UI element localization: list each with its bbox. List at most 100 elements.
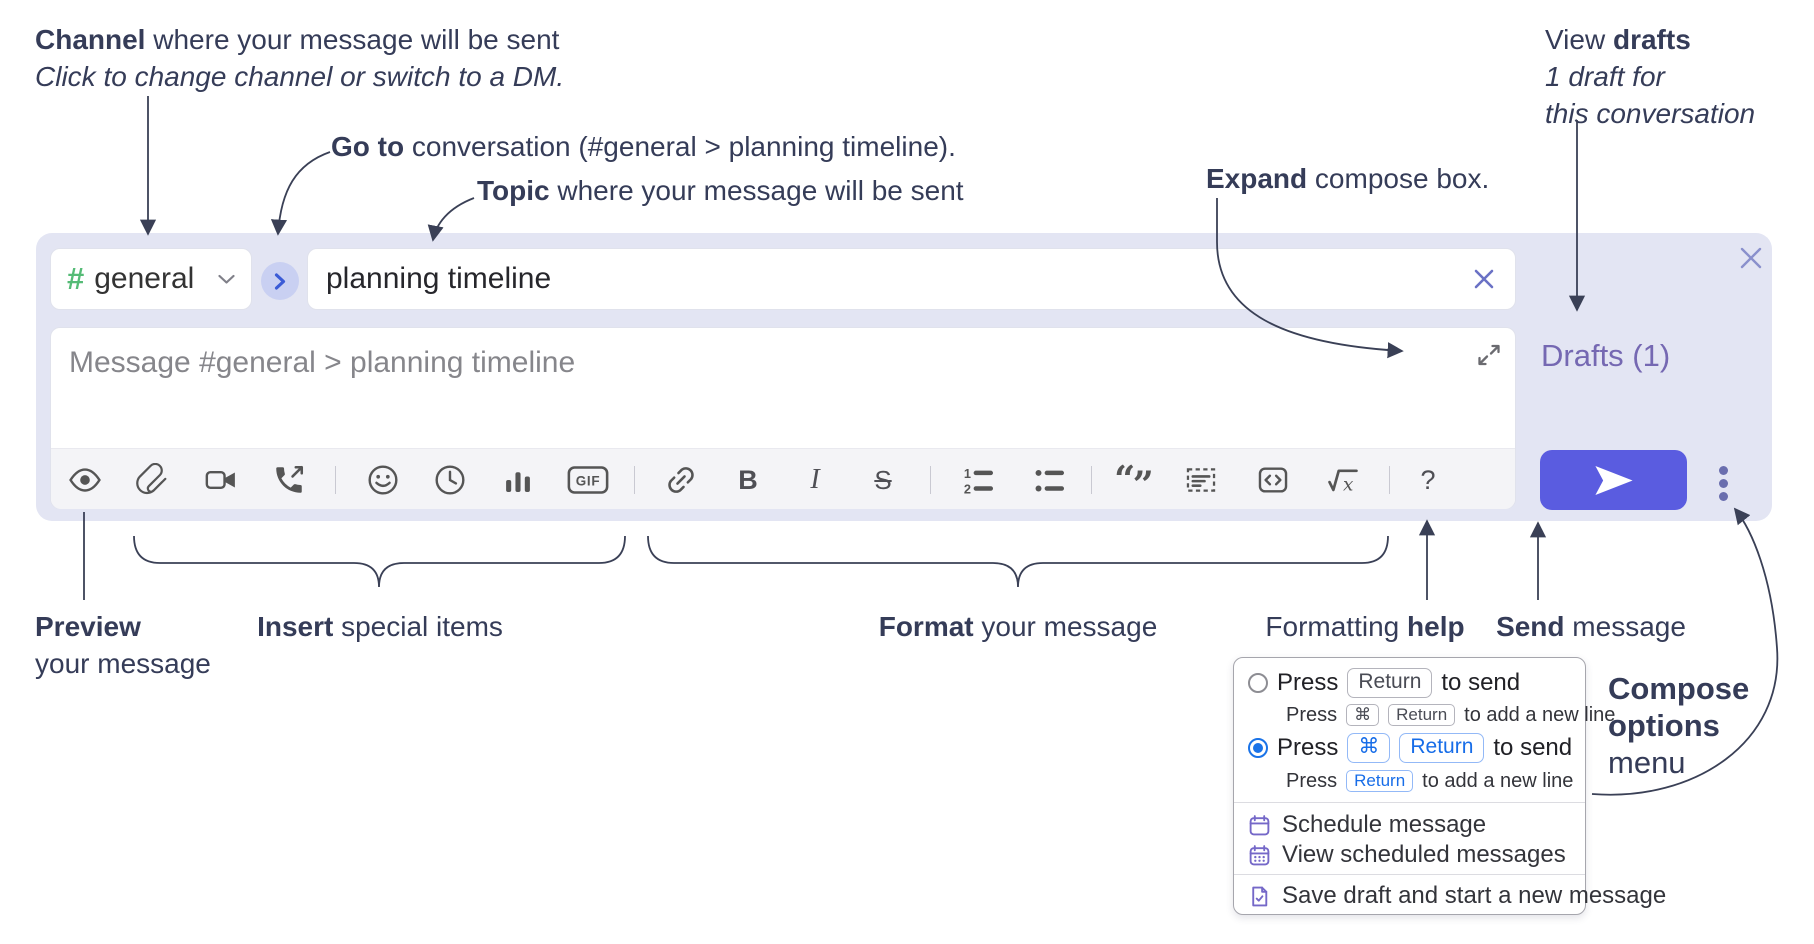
- menu-item-view-scheduled[interactable]: View scheduled messages: [1248, 838, 1566, 872]
- insert-brace: [133, 535, 626, 588]
- bold-glyph: B: [738, 464, 758, 495]
- bold-icon[interactable]: B: [731, 463, 765, 497]
- format-brace: [647, 535, 1389, 588]
- copts-annotation-line3: menu: [1608, 745, 1686, 780]
- channel-annotation-line2: Click to change channel or switch to a D…: [35, 61, 565, 92]
- time-icon[interactable]: [433, 463, 467, 497]
- radio-unselected-icon[interactable]: [1248, 673, 1268, 693]
- attach-paperclip-icon[interactable]: [136, 463, 170, 497]
- emoji-icon[interactable]: [366, 463, 400, 497]
- math-icon[interactable]: x: [1326, 463, 1360, 497]
- code-icon[interactable]: [1256, 463, 1290, 497]
- topic-annotation: Topic where your message will be sent: [477, 172, 964, 209]
- clear-topic-icon[interactable]: [1471, 266, 1497, 292]
- send-annotation-rest: message: [1564, 611, 1686, 642]
- video-call-icon[interactable]: [204, 463, 238, 497]
- menu-divider: [1234, 802, 1585, 803]
- toolbar-separator: [930, 466, 931, 494]
- view-drafts-bold: drafts: [1612, 24, 1691, 55]
- toolbar-separator: [1091, 466, 1092, 494]
- quote-icon[interactable]: “”: [1114, 463, 1154, 497]
- expand-annotation-rest: compose box.: [1307, 163, 1490, 194]
- compose-options-annotation: Compose options menu: [1608, 670, 1749, 781]
- menu-item-save-draft[interactable]: Save draft and start a new message: [1248, 880, 1666, 912]
- insert-annotation: Insert special items: [257, 608, 503, 645]
- menu-radio-cmd-return-to-send[interactable]: Press ⌘ Return to send: [1248, 730, 1572, 766]
- radio-selected-icon[interactable]: [1248, 738, 1268, 758]
- compose-box: # general: [36, 233, 1772, 521]
- italic-icon[interactable]: I: [798, 463, 832, 497]
- bulleted-list-icon[interactable]: [1032, 463, 1066, 497]
- view-drafts-line2: 1 draft for: [1545, 61, 1665, 92]
- help-glyph: ?: [1420, 464, 1436, 495]
- chevron-right-icon: [274, 272, 286, 290]
- radio1-pre: Press: [1277, 669, 1339, 696]
- copts-annotation-line1: Compose: [1608, 671, 1750, 706]
- menu-divider: [1234, 874, 1585, 875]
- compose-options-menu-button[interactable]: [1706, 455, 1740, 511]
- calendar-grid-icon: [1249, 844, 1270, 865]
- radio2-sub-pre: Press: [1286, 769, 1338, 792]
- document-check-icon: [1252, 886, 1268, 906]
- topic-input[interactable]: [326, 262, 1471, 296]
- menu-item-schedule-message[interactable]: Schedule message: [1248, 808, 1486, 842]
- topic-field: [307, 248, 1516, 310]
- fhelp-annotation-bold: help: [1407, 611, 1465, 642]
- goto-conversation-button[interactable]: [261, 262, 299, 300]
- copts-annotation-line2: options: [1608, 708, 1720, 743]
- help-icon[interactable]: ?: [1411, 463, 1445, 497]
- voice-call-icon[interactable]: [272, 463, 306, 497]
- preview-annotation: Preview your message: [35, 608, 211, 682]
- kbd-return: Return: [1347, 668, 1433, 698]
- compose-options-menu: Press Return to send Press ⌘ Return to a…: [1233, 657, 1666, 915]
- expand-compose-icon[interactable]: [1474, 340, 1504, 370]
- radio1-sub-pre: Press: [1286, 703, 1338, 726]
- link-icon[interactable]: [664, 463, 698, 497]
- svg-text:”: ”: [1133, 463, 1154, 497]
- strikethrough-glyph: S: [874, 464, 892, 495]
- preview-eye-icon[interactable]: [68, 463, 102, 497]
- strikethrough-icon[interactable]: S: [866, 463, 900, 497]
- svg-text:“: “: [1114, 463, 1135, 497]
- calendar-icon: [1249, 814, 1270, 835]
- send-button[interactable]: [1540, 450, 1687, 510]
- chevron-down-icon: [218, 274, 235, 284]
- view-drafts-annotation: View drafts 1 draft for this conversatio…: [1545, 21, 1755, 132]
- dots-icon: [1718, 478, 1728, 488]
- radio2-pre: Press: [1277, 734, 1339, 761]
- dots-icon: [1718, 465, 1728, 475]
- topic-annotation-bold: Topic: [477, 175, 550, 206]
- drafts-link[interactable]: Drafts (1): [1541, 338, 1671, 373]
- menu-radio-return-to-send[interactable]: Press Return to send: [1248, 666, 1520, 700]
- svg-text:1: 1: [964, 466, 971, 481]
- view-drafts-line3: this conversation: [1545, 98, 1756, 129]
- send-message-annotation: Send message: [1496, 608, 1686, 645]
- gif-icon[interactable]: GIF: [566, 463, 610, 497]
- channel-selector[interactable]: # general: [50, 248, 252, 310]
- kbd-cmd-blue: ⌘: [1347, 733, 1391, 763]
- expand-annotation: Expand compose box.: [1206, 160, 1489, 197]
- poll-icon[interactable]: [501, 463, 535, 497]
- goto-annotation-rest: conversation (#general > planning timeli…: [404, 131, 956, 162]
- topic-annotation-rest: where your message will be sent: [549, 175, 964, 206]
- toolbar-separator: [1389, 466, 1390, 494]
- menu-item-label: Schedule message: [1282, 811, 1487, 838]
- svg-text:2: 2: [964, 481, 971, 496]
- arrow-to-goto-button: [270, 151, 331, 236]
- send-plane-icon: [1594, 465, 1633, 495]
- fhelp-annotation-regular: Formatting: [1265, 611, 1408, 642]
- preview-annotation-line2: your message: [35, 648, 211, 679]
- goto-annotation-bold: Go to: [331, 131, 405, 162]
- radio2-sub-post: to add a new line: [1422, 769, 1574, 792]
- message-input[interactable]: [57, 334, 1437, 439]
- spoiler-icon[interactable]: [1184, 463, 1218, 497]
- svg-text:GIF: GIF: [576, 474, 601, 489]
- close-compose-icon[interactable]: [1738, 245, 1764, 271]
- insert-annotation-bold: Insert: [257, 611, 334, 642]
- view-drafts-regular: View: [1545, 24, 1613, 55]
- channel-annotation-rest: where your message will be sent: [145, 24, 560, 55]
- format-annotation: Format your message: [879, 608, 1158, 645]
